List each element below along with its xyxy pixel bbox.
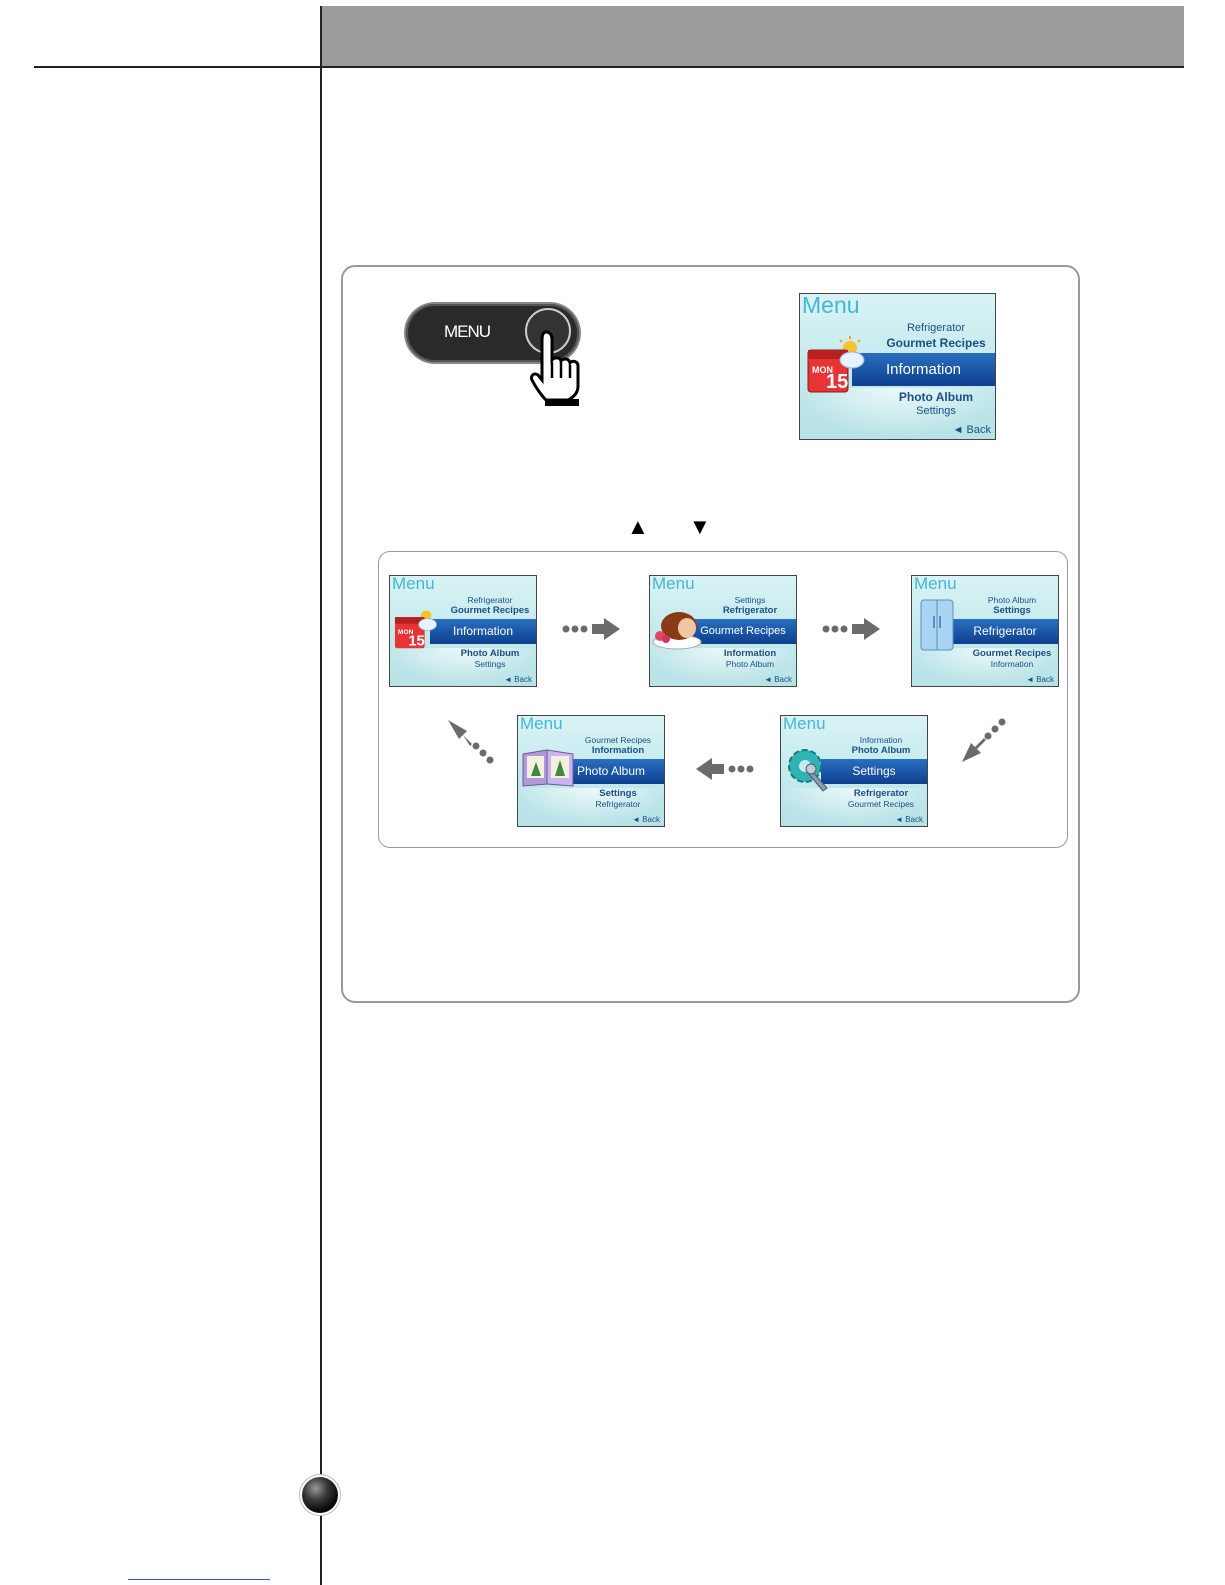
photo-album-icon [522,749,574,787]
menu-item: Settings [474,659,506,669]
menu-screen-title: Menu [802,293,860,318]
calendar-weather-icon: MON 15 [807,336,865,393]
flow-arrow-left-icon [696,758,754,780]
menu-item: Refrigerator [467,595,513,605]
svg-text:15: 15 [826,371,848,393]
menu-item-selected: Settings [821,759,927,784]
svg-text:MON: MON [812,365,833,375]
flow-arrow-down-left-icon [962,718,1006,762]
margin-rule [320,6,322,1585]
back-label: ◄ Back [764,675,792,684]
back-label: ◄ Back [504,675,532,684]
gear-wrench-icon [788,749,828,792]
menu-item: Refrigerator [722,605,778,616]
menu-screen-settings: Menu Information Photo Album Settings Re… [780,715,928,827]
menu-screen-information: Menu Refrigerator Gourmet Recipes Inform… [389,575,537,687]
instruction-panel [341,265,1080,1003]
menu-item: Refrigerator [595,799,641,809]
menu-item: Gourmet Recipes [584,735,652,745]
footer-link-underline [128,1579,270,1580]
menu-item: Photo Album [851,745,911,756]
menu-item-selected: Refrigerator [952,619,1058,644]
menu-screen-title: Menu [783,715,826,733]
menu-screen-photo-album: Menu Gourmet Recipes Information Photo A… [517,715,665,827]
menu-cycle-panel [378,551,1068,848]
menu-item: Photo Album [725,659,775,669]
menu-item-selected: Gourmet Recipes [690,619,796,644]
roast-meat-icon [652,612,702,650]
menu-item: Settings [599,788,637,799]
menu-button-label: MENU [444,322,491,341]
menu-item: Settings [734,595,766,605]
up-arrow-icon: ▲ [627,514,649,539]
menu-item: Information [723,648,777,659]
svg-text:MON: MON [398,629,414,636]
menu-item: Photo Album [898,390,974,404]
menu-item: Gourmet Recipes [886,336,986,350]
menu-item-selected: Information [430,619,536,644]
calendar-weather-icon: MON 15 [394,610,437,649]
page-number-dot [302,1477,338,1513]
menu-item: Photo Album [460,648,520,659]
menu-item-selected: Photo Album [558,759,664,784]
menu-item: Gourmet Recipes [450,605,530,616]
menu-screen-gourmet-recipes: Menu Settings Refrigerator Gourmet Recip… [649,575,797,687]
menu-screen-main: Menu Refrigerator Gourmet Recipes Inform… [799,293,996,440]
back-label: ◄ Back [895,815,923,824]
menu-screen-title: Menu [914,575,957,593]
menu-screen-refrigerator: Menu Photo Album Settings Refrigerator G… [911,575,1059,687]
menu-item: Information [990,659,1034,669]
menu-item-selected: Information [852,353,995,386]
menu-item: Information [859,735,903,745]
flow-arrow-right-icon [562,618,620,640]
header-bar [322,6,1184,67]
menu-screen-title: Menu [392,575,435,593]
menu-item: Refrigerator [853,788,909,799]
menu-screen-title: Menu [520,715,563,733]
menu-item: Settings [916,405,956,417]
back-label: ◄ Back [1026,675,1054,684]
menu-item: Gourmet Recipes [972,648,1052,659]
pointing-hand-icon [530,330,580,406]
svg-text:15: 15 [408,633,425,649]
menu-item: Settings [993,605,1031,616]
back-label: ◄ Back [952,424,991,436]
menu-item: Photo Album [987,595,1037,605]
header-rule [34,66,1184,68]
menu-item: Gourmet Recipes [847,799,915,809]
down-arrow-icon: ▼ [689,514,711,539]
menu-item: Information [591,745,645,756]
flow-arrow-right-icon [822,618,880,640]
menu-item: Refrigerator [906,322,966,334]
flow-arrow-up-left-icon [448,720,494,764]
back-label: ◄ Back [632,815,660,824]
menu-screen-title: Menu [652,575,695,593]
refrigerator-icon [920,599,954,651]
